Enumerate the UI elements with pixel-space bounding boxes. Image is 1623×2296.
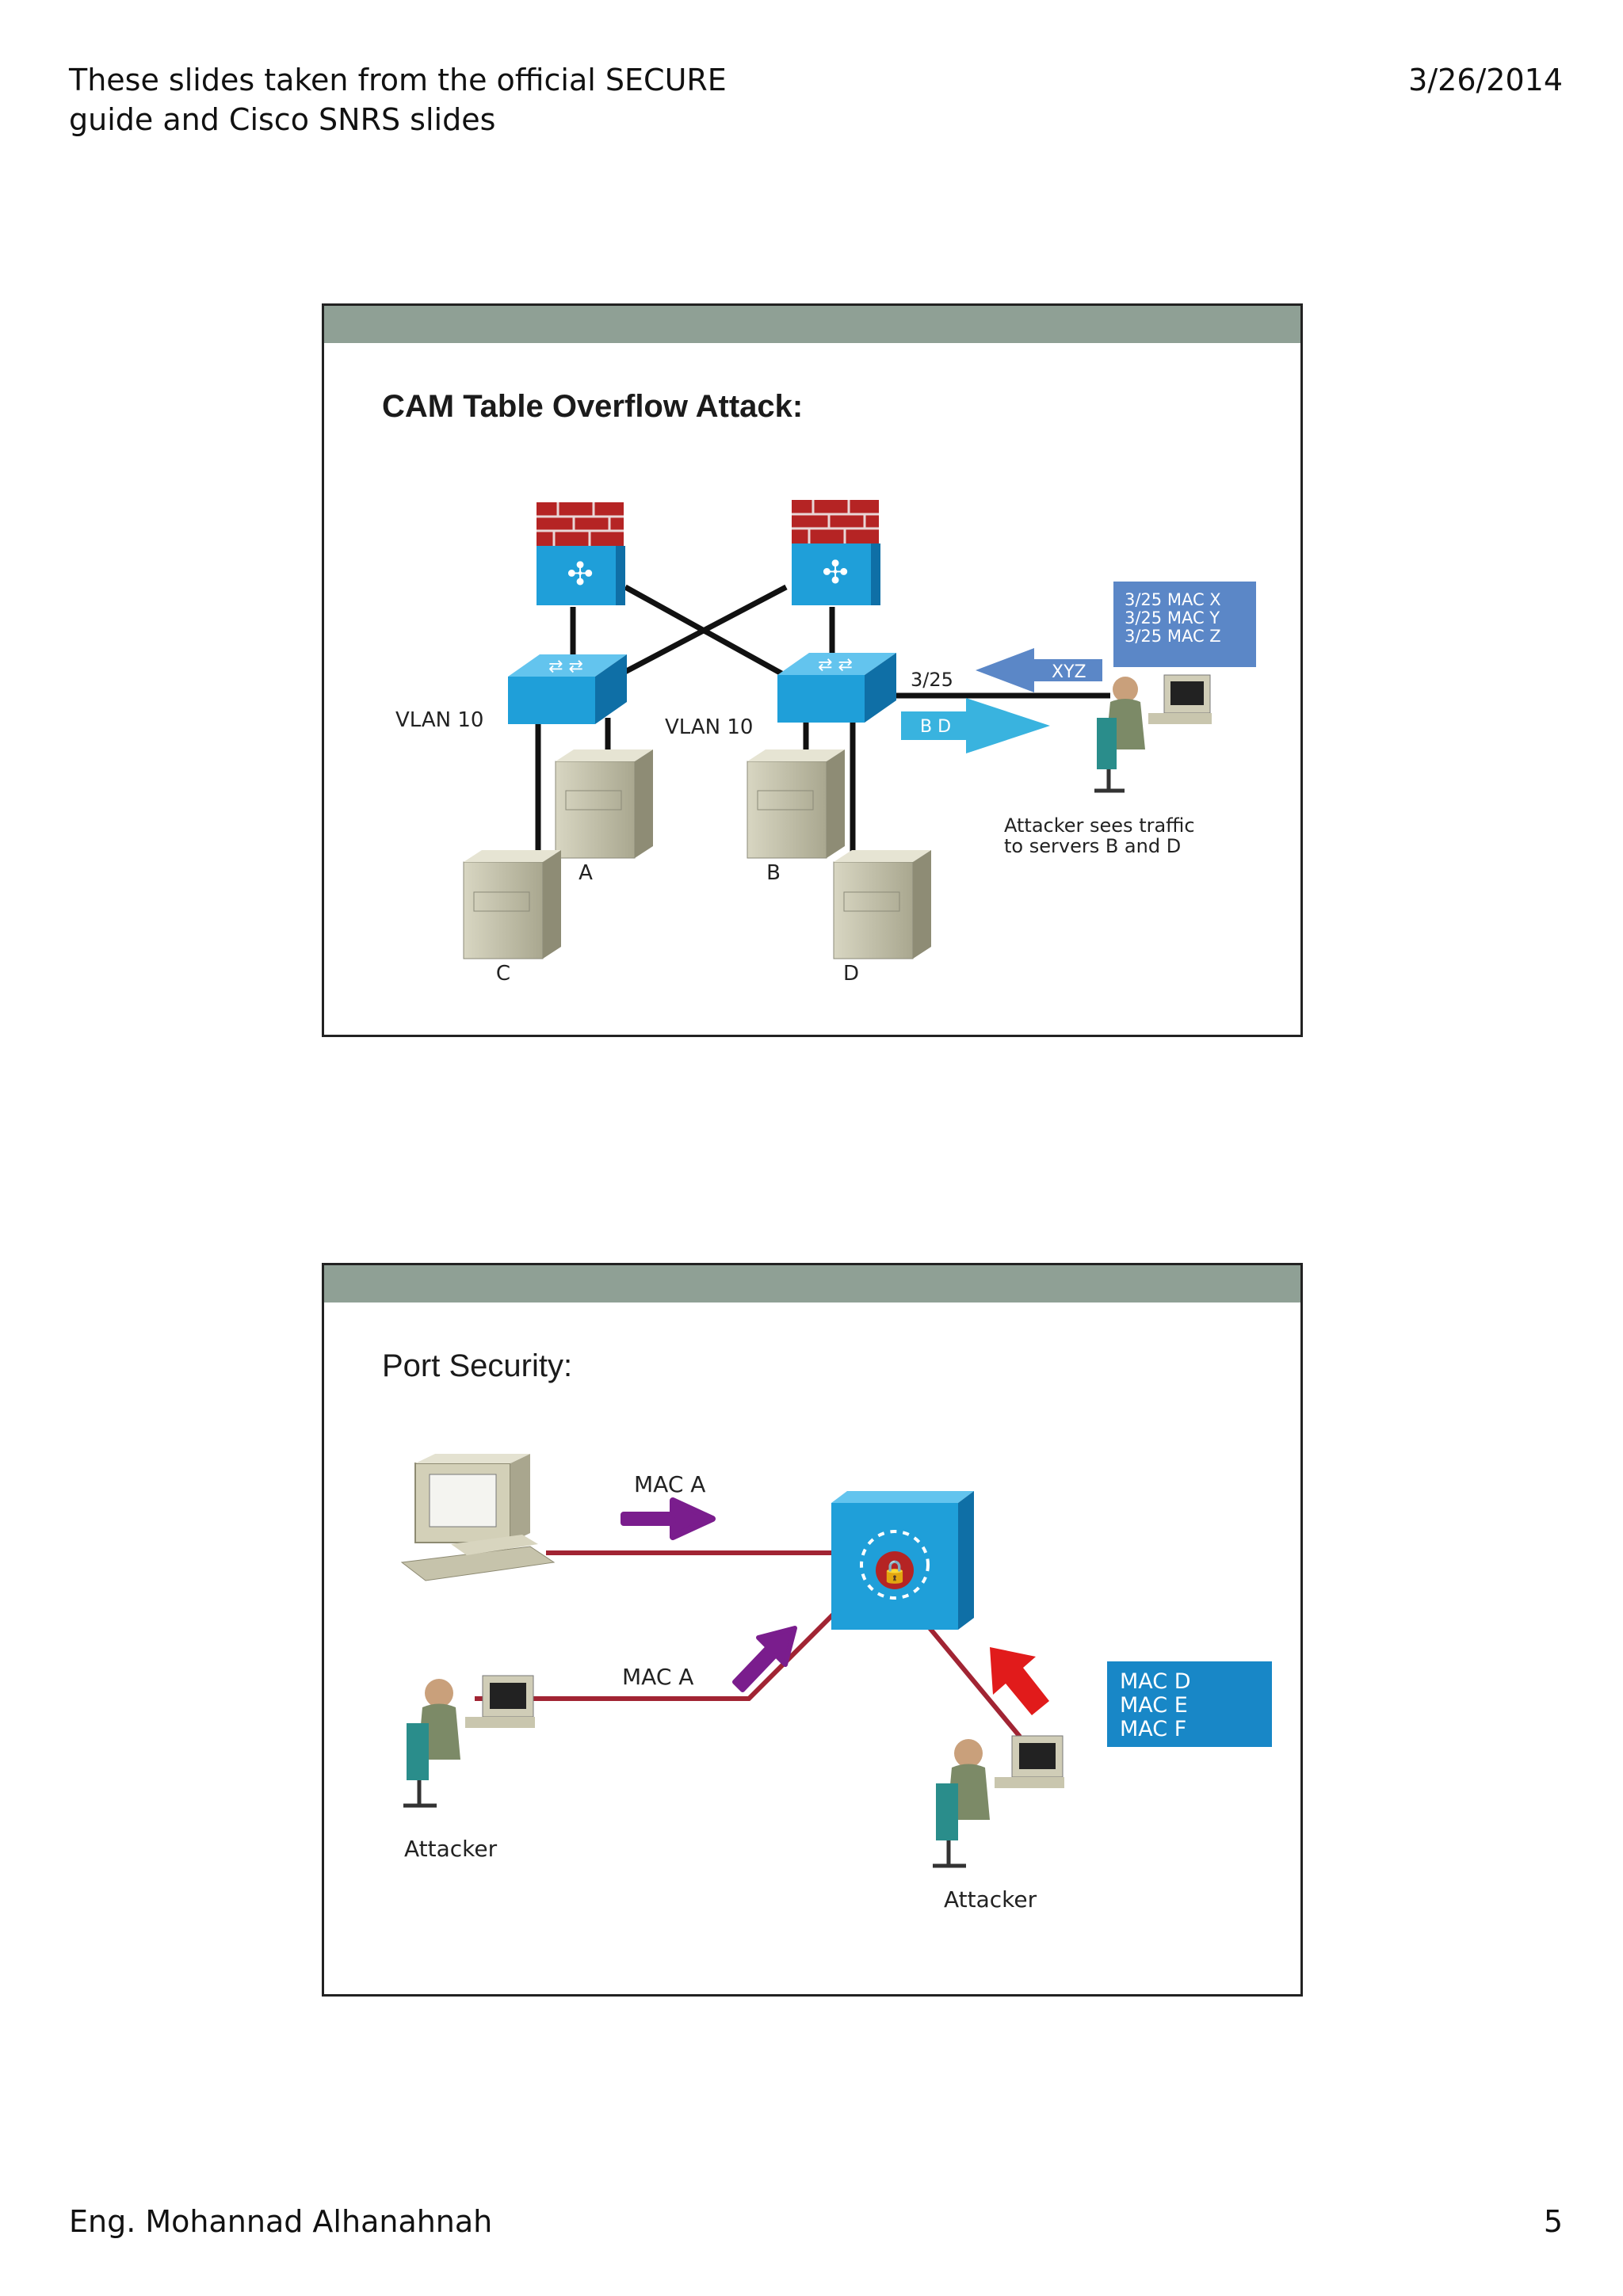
server-label: A bbox=[579, 861, 593, 885]
attacker-label: Attacker bbox=[404, 1836, 498, 1862]
arrow-left-icon bbox=[976, 648, 1102, 692]
switch-icon: ⇄ ⇄ bbox=[777, 653, 896, 723]
server-icon bbox=[463, 850, 561, 959]
server-icon bbox=[747, 749, 845, 859]
attacker-icon bbox=[1094, 674, 1212, 793]
server-label: D bbox=[843, 962, 859, 986]
attacker-label: Attacker bbox=[944, 1886, 1037, 1913]
header-title-line2: guide and Cisco SNRS slides bbox=[69, 102, 496, 137]
arrow-right-icon bbox=[901, 698, 1050, 753]
svg-text:✣: ✣ bbox=[567, 556, 594, 593]
network-links bbox=[475, 1550, 1022, 1738]
arrow-in-label: XYZ bbox=[1052, 662, 1086, 682]
cam-entry: 3/25 MAC Z bbox=[1125, 627, 1221, 646]
vlan-label: VLAN 10 bbox=[395, 708, 483, 732]
mac-label: MAC A bbox=[622, 1664, 693, 1690]
svg-text:✣: ✣ bbox=[822, 555, 849, 591]
server-icon bbox=[555, 749, 653, 859]
port-security-diagram: 🔒 MAC D MAC E MAC F bbox=[400, 1454, 1272, 1913]
pc-icon bbox=[400, 1454, 556, 1581]
header-title: These slides taken from the official SEC… bbox=[69, 60, 782, 139]
arrow-up-left-icon bbox=[990, 1647, 1049, 1715]
header-title-line1: These slides taken from the official SEC… bbox=[69, 63, 727, 97]
port-label: 3/25 bbox=[911, 669, 953, 691]
firewall-icon: ✣ bbox=[537, 502, 625, 605]
arrow-out-label: B D bbox=[920, 717, 951, 737]
slide-title: Port Security: bbox=[382, 1348, 573, 1383]
svg-text:⇄ ⇄: ⇄ ⇄ bbox=[548, 657, 583, 677]
server-label: B bbox=[766, 861, 781, 885]
arrow-up-right-icon bbox=[732, 1626, 797, 1692]
lock-icon: 🔒 bbox=[881, 1558, 909, 1585]
secure-switch-icon: 🔒 bbox=[831, 1491, 974, 1630]
mac-list-entry: MAC D bbox=[1120, 1669, 1191, 1694]
cam-entry: 3/25 MAC Y bbox=[1125, 608, 1220, 627]
mac-list-entry: MAC E bbox=[1120, 1693, 1188, 1718]
footer-author: Eng. Mohannad Alhanahnah bbox=[69, 2204, 493, 2239]
mac-label: MAC A bbox=[634, 1471, 705, 1497]
firewall-icon: ✣ bbox=[792, 500, 880, 605]
vlan-label: VLAN 10 bbox=[665, 715, 753, 739]
server-label: C bbox=[496, 962, 510, 986]
cam-table-box bbox=[1113, 582, 1256, 667]
slide-title: CAM Table Overflow Attack: bbox=[382, 389, 804, 424]
header-date: 3/26/2014 bbox=[1408, 63, 1563, 97]
mac-list-entry: MAC F bbox=[1120, 1717, 1186, 1741]
switch-icon: ⇄ ⇄ bbox=[508, 654, 627, 724]
network-links bbox=[535, 584, 1110, 852]
cam-entry: 3/25 MAC X bbox=[1125, 590, 1221, 609]
attacker-icon bbox=[933, 1735, 1064, 1868]
attacker-icon bbox=[403, 1675, 535, 1808]
slide-header-bar bbox=[324, 306, 1300, 343]
mac-list-box bbox=[1107, 1661, 1272, 1747]
footer-page-number: 5 bbox=[1543, 2204, 1563, 2239]
slide-port-security: Port Security: 🔒 bbox=[322, 1263, 1303, 1997]
svg-text:⇄ ⇄: ⇄ ⇄ bbox=[818, 655, 853, 675]
cam-overflow-diagram: ✣ ✣ ⇄ ⇄ ⇄ ⇄ bbox=[395, 500, 1256, 986]
slide-header-bar bbox=[324, 1265, 1300, 1302]
attacker-note: to servers B and D bbox=[1004, 835, 1181, 857]
attacker-note: Attacker sees traffic bbox=[1004, 814, 1195, 837]
server-icon bbox=[833, 850, 931, 959]
slide-cam-table-overflow: CAM Table Overflow Attack: bbox=[322, 303, 1303, 1037]
arrow-right-icon bbox=[621, 1497, 716, 1540]
